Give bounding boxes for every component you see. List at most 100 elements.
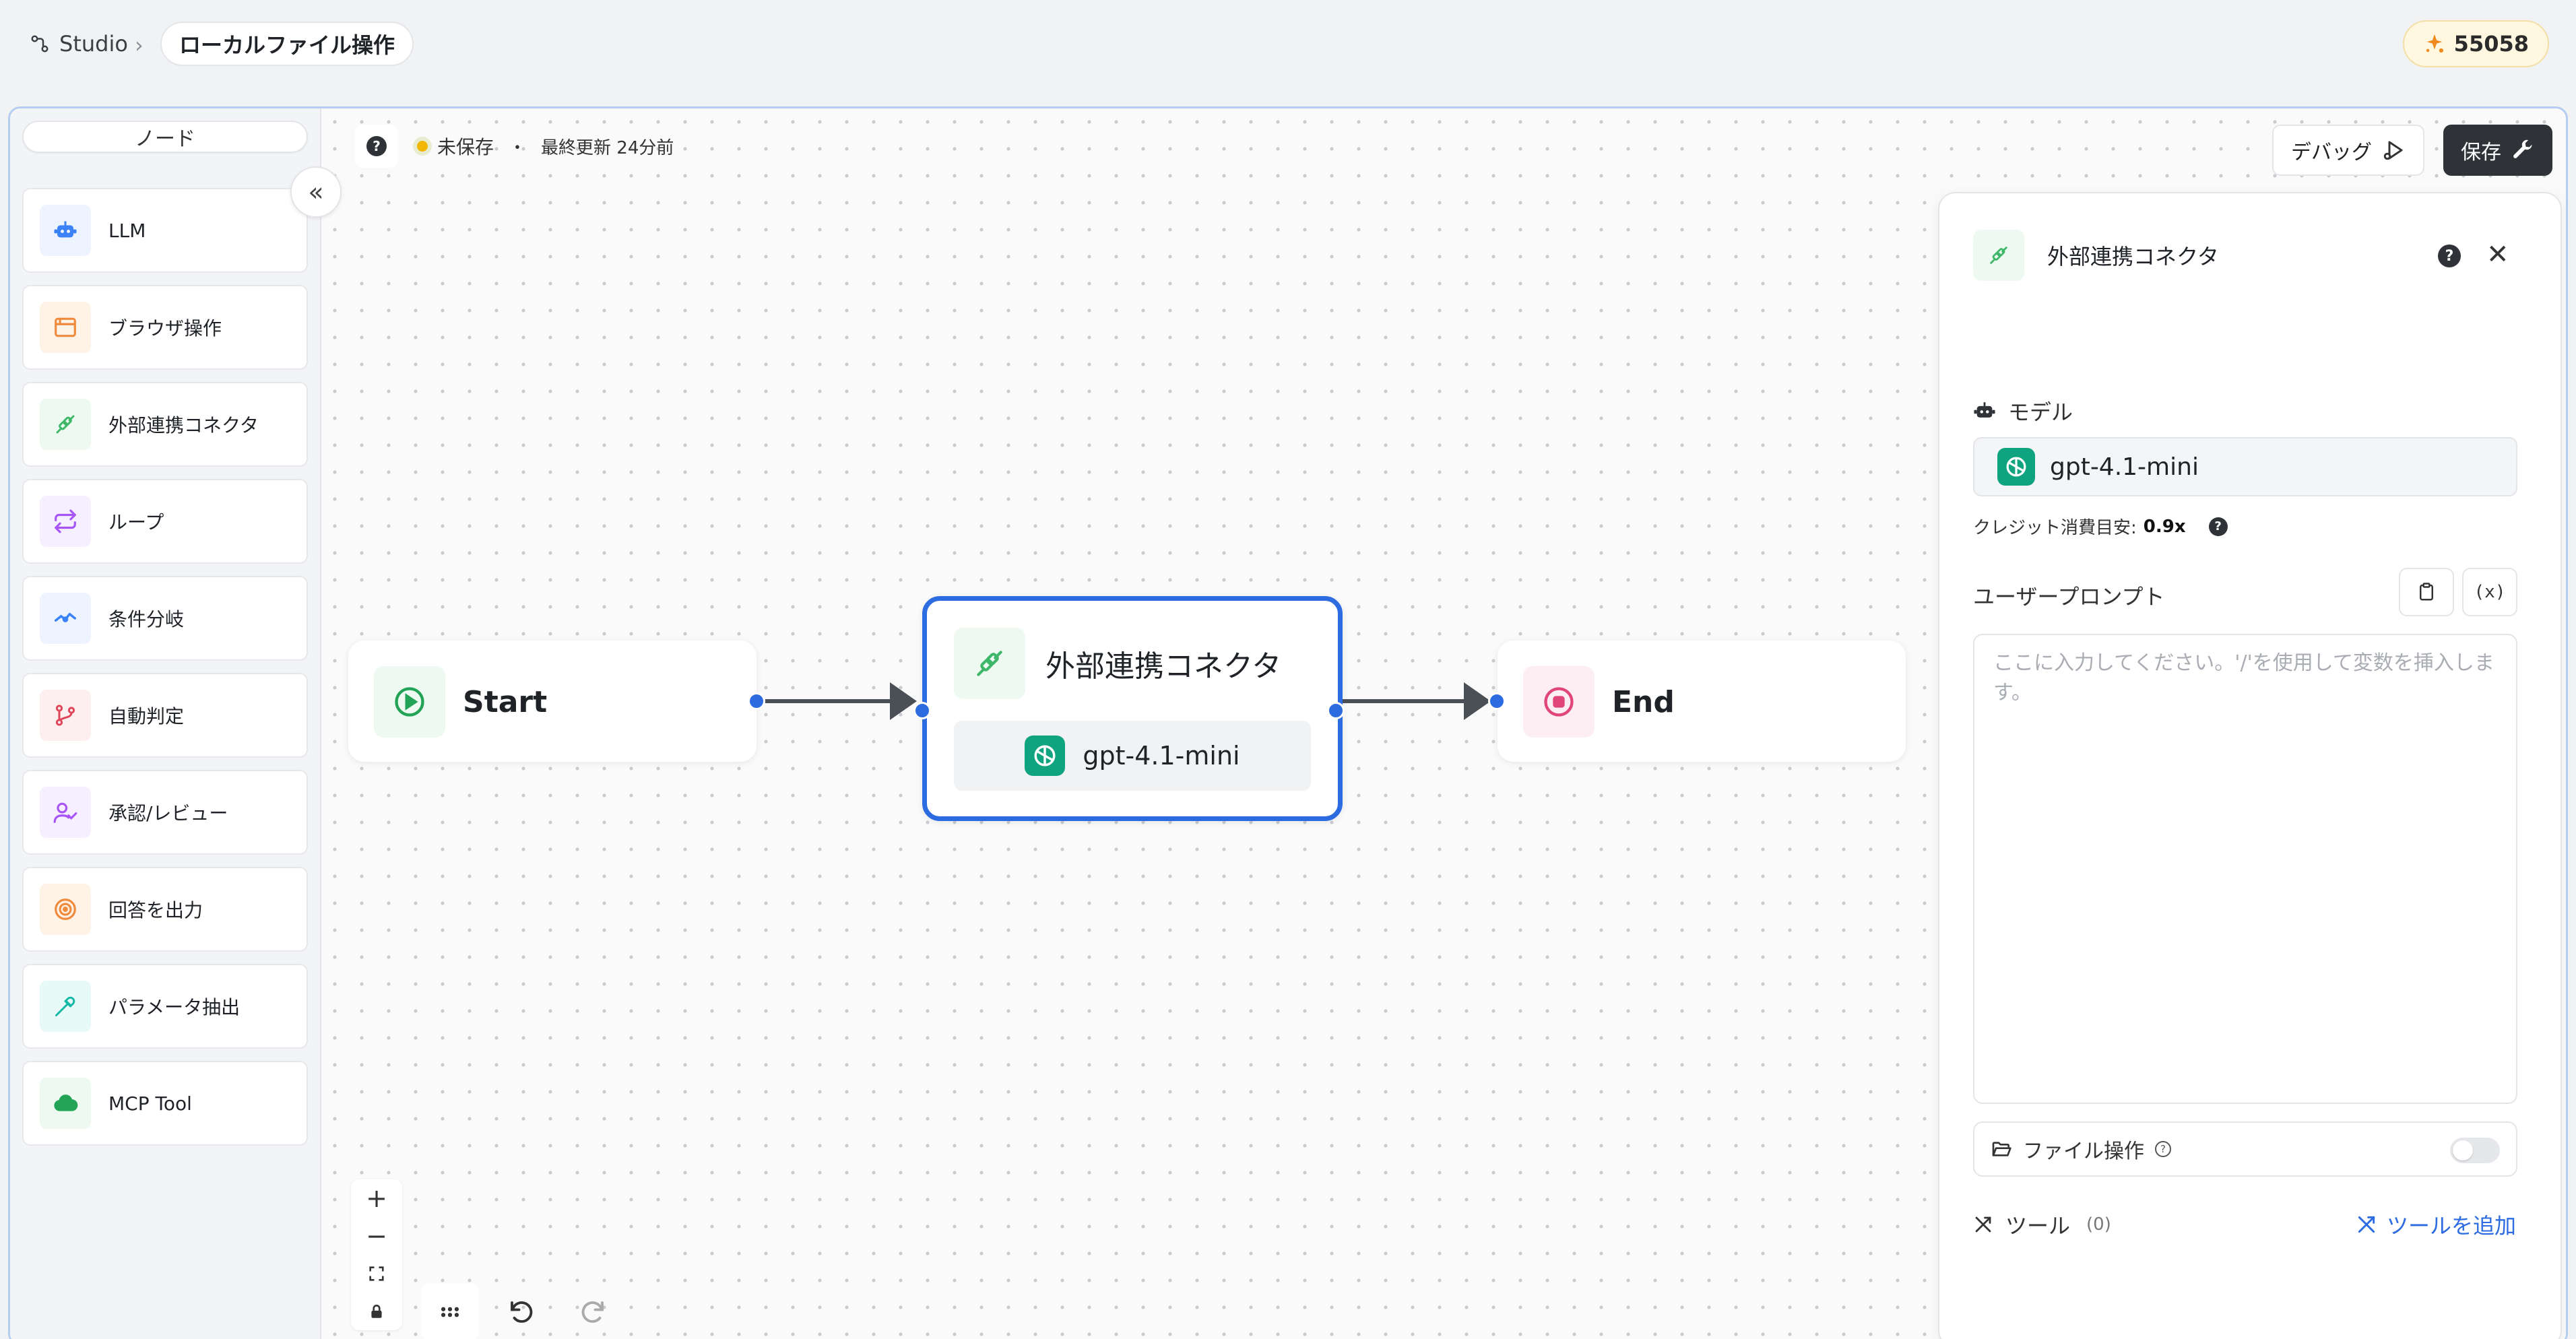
wrench-icon xyxy=(2511,138,2535,162)
node-item-label: MCP Tool xyxy=(108,1092,192,1115)
connector-node-model-name: gpt-4.1-mini xyxy=(1083,741,1239,771)
connector-input-port[interactable] xyxy=(913,702,931,719)
redo-icon xyxy=(579,1298,607,1326)
add-tool-icon xyxy=(2356,1214,2377,1235)
node-item-label: ループ xyxy=(108,508,164,535)
credit-help-icon[interactable]: ? xyxy=(2209,517,2228,536)
loop-icon xyxy=(40,496,91,547)
node-item-llm[interactable]: LLM xyxy=(22,188,308,273)
node-settings-panel: 外部連携コネクタ ? ✕ モデル gpt-4.1-mini クレジット消費目安:… xyxy=(1938,192,2562,1339)
end-node[interactable]: End xyxy=(1498,641,1906,762)
debug-button[interactable]: デバッグ xyxy=(2272,125,2424,176)
close-icon[interactable]: ✕ xyxy=(2486,239,2509,270)
canvas-tools xyxy=(421,1283,622,1339)
undo-icon xyxy=(507,1298,536,1326)
node-item-approval[interactable]: 承認/レビュー xyxy=(22,770,308,855)
clipboard-icon xyxy=(2416,582,2437,602)
debug-label: デバッグ xyxy=(2291,135,2372,165)
node-item-auto-judge[interactable]: 自動判定 xyxy=(22,673,308,758)
grid-layout-button[interactable] xyxy=(421,1283,479,1339)
prompt-label: ユーザープロンプト xyxy=(1973,580,2164,611)
connector-node-label: 外部連携コネクタ xyxy=(1045,642,1281,685)
node-item-browser[interactable]: ブラウザ操作 xyxy=(22,285,308,370)
fit-view-icon xyxy=(367,1264,386,1283)
add-tool-label: ツールを追加 xyxy=(2387,1209,2516,1240)
zoom-out-button[interactable]: − xyxy=(351,1217,402,1255)
edge-arrow-end xyxy=(1464,682,1491,720)
node-item-connector[interactable]: 外部連携コネクタ xyxy=(22,382,308,467)
openai-icon xyxy=(1997,448,2035,486)
file-operations-row: ファイル操作 ? xyxy=(1973,1121,2517,1177)
save-label: 保存 xyxy=(2461,135,2501,165)
node-item-mcp-tool[interactable]: MCP Tool xyxy=(22,1061,308,1146)
workflow-icon xyxy=(30,34,50,54)
breadcrumb-current[interactable]: ローカルファイル操作 xyxy=(160,22,414,66)
folder-open-icon xyxy=(1991,1138,2012,1160)
credit-estimate-label: クレジット消費目安: xyxy=(1973,514,2137,539)
node-item-label: パラメータ抽出 xyxy=(108,993,240,1020)
node-item-label: ブラウザ操作 xyxy=(108,314,222,341)
browser-icon xyxy=(40,302,91,353)
tools-count: (0) xyxy=(2086,1214,2111,1235)
start-node[interactable]: Start xyxy=(348,641,756,762)
prompt-textarea[interactable]: ここに入力してください。'/'を使用して変数を挿入します。 xyxy=(1973,634,2517,1104)
node-item-label: 回答を出力 xyxy=(108,896,203,923)
tools-icon xyxy=(1973,1214,1993,1235)
robot-icon xyxy=(40,205,91,256)
robot-icon xyxy=(1973,399,1996,422)
connector-node-header: 外部連携コネクタ xyxy=(954,628,1281,699)
panel-header: 外部連携コネクタ xyxy=(1973,230,2219,281)
node-item-loop[interactable]: ループ xyxy=(22,479,308,564)
redo-button[interactable] xyxy=(564,1283,622,1339)
plug-icon xyxy=(1973,230,2024,281)
end-node-header: End xyxy=(1523,666,1675,738)
credit-estimate: クレジット消費目安: 0.9x ? xyxy=(1973,514,2228,539)
start-output-port[interactable] xyxy=(748,692,765,710)
model-select[interactable]: gpt-4.1-mini xyxy=(1973,437,2517,496)
file-operations-toggle[interactable] xyxy=(2450,1138,2500,1163)
zoom-controls: + − xyxy=(351,1179,402,1330)
node-item-output[interactable]: 回答を出力 xyxy=(22,867,308,952)
connector-output-port[interactable] xyxy=(1327,702,1345,719)
model-label: モデル xyxy=(2008,395,2073,426)
credits-badge[interactable]: 55058 xyxy=(2403,20,2549,67)
canvas-actions: デバッグ 保存 xyxy=(2272,125,2552,176)
node-item-label: 自動判定 xyxy=(108,702,184,729)
add-tool-button[interactable]: ツールを追加 xyxy=(2356,1209,2516,1240)
node-list: LLM ブラウザ操作 外部連携コネクタ ループ xyxy=(22,188,308,1158)
credits-value: 55058 xyxy=(2454,31,2529,57)
node-item-param-extract[interactable]: パラメータ抽出 xyxy=(22,964,308,1049)
panel-help-icon[interactable]: ? xyxy=(2438,244,2461,267)
node-item-label: 承認/レビュー xyxy=(108,799,228,826)
connector-node[interactable]: 外部連携コネクタ gpt-4.1-mini xyxy=(922,596,1343,821)
save-button[interactable]: 保存 xyxy=(2443,125,2552,176)
undo-button[interactable] xyxy=(492,1283,550,1339)
collapse-sidebar-button[interactable]: « xyxy=(290,166,342,218)
breadcrumb-root[interactable]: Studio xyxy=(59,31,128,57)
lock-button[interactable] xyxy=(351,1293,402,1330)
zoom-in-button[interactable]: + xyxy=(351,1179,402,1217)
insert-variable-button[interactable]: (x) xyxy=(2462,568,2517,616)
top-bar: Studio › ローカルファイル操作 55058 xyxy=(0,0,2576,94)
file-operations-label: ファイル操作 xyxy=(2023,1134,2144,1164)
breadcrumb-separator: › xyxy=(135,32,143,58)
lock-icon xyxy=(368,1303,385,1320)
plug-icon xyxy=(40,399,91,450)
workflow-editor: ノード LLM ブラウザ操作 外部連携コネクタ xyxy=(8,106,2568,1339)
plug-icon xyxy=(954,628,1025,699)
panel-title: 外部連携コネクタ xyxy=(2047,240,2219,271)
breadcrumb-studio[interactable]: Studio xyxy=(30,31,128,57)
credit-estimate-value: 0.9x xyxy=(2144,517,2186,537)
tools-row: ツール (0) xyxy=(1973,1209,2111,1240)
target-icon xyxy=(40,884,91,935)
variable-icon: (x) xyxy=(2474,582,2506,602)
file-operations-help-icon[interactable]: ? xyxy=(2155,1141,2171,1157)
model-section-label: モデル xyxy=(1973,395,2073,426)
node-sidebar: ノード LLM ブラウザ操作 外部連携コネクタ xyxy=(10,108,321,1339)
paste-button[interactable] xyxy=(2399,568,2454,616)
node-item-condition[interactable]: 条件分岐 xyxy=(22,576,308,661)
end-input-port[interactable] xyxy=(1488,692,1506,710)
sidebar-title: ノード xyxy=(22,121,308,153)
git-branch-icon xyxy=(40,690,91,741)
fit-view-button[interactable] xyxy=(351,1255,402,1293)
